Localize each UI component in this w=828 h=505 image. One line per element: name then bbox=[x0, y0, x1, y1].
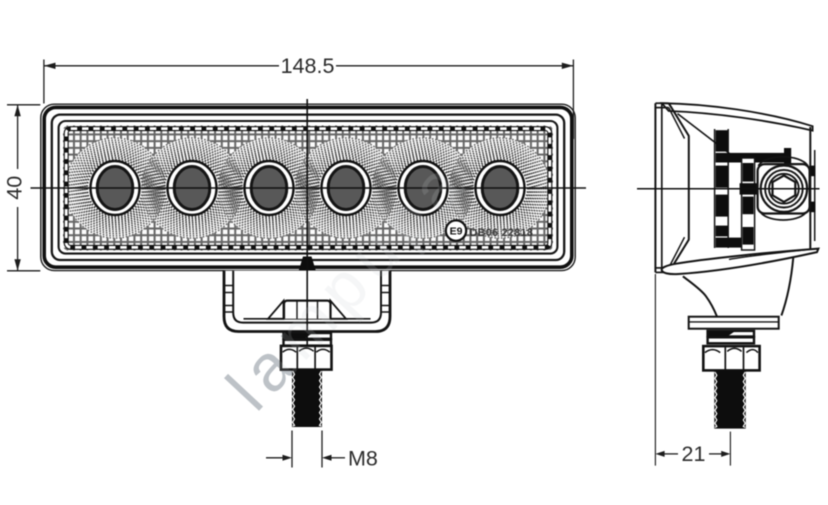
offset-arrow-left bbox=[655, 450, 665, 457]
height-arrow-bottom bbox=[14, 259, 21, 271]
dimension-offset: 21 bbox=[654, 274, 731, 466]
height-arrow-top bbox=[14, 104, 21, 117]
emark-circle bbox=[444, 219, 468, 242]
bolt-head bbox=[266, 298, 348, 320]
dimension-width: 148.5 bbox=[43, 52, 575, 139]
width-arrow-right bbox=[561, 62, 574, 69]
offset-dimension-label: 21 bbox=[682, 442, 706, 466]
threaded-stud bbox=[291, 369, 323, 427]
width-arrow-left bbox=[44, 62, 56, 69]
threaded-stud-side bbox=[714, 370, 746, 429]
side-bracket bbox=[660, 247, 820, 330]
thread-arrow-left bbox=[282, 454, 292, 461]
dimension-height: 40 bbox=[3, 104, 41, 272]
emark-label: E9 bbox=[450, 226, 463, 238]
emark: E9 DB06 22818 bbox=[444, 219, 534, 242]
bracket-wall-slots bbox=[223, 284, 391, 313]
hex-nut-side bbox=[701, 344, 761, 372]
offset-arrow-right bbox=[721, 450, 731, 457]
thread-dimension-label: M8 bbox=[348, 447, 378, 471]
emark-approval-text: DB06 22818 bbox=[470, 227, 534, 239]
bracket-foot bbox=[687, 315, 780, 330]
side-lens-face bbox=[654, 102, 690, 274]
height-dimension-label: 40 bbox=[3, 176, 27, 200]
side-fastener bbox=[701, 329, 761, 429]
thread-arrow-right bbox=[322, 454, 332, 461]
side-view bbox=[637, 102, 820, 429]
front-view: E9 DB06 22818 bbox=[30, 99, 586, 427]
dimension-thread: M8 bbox=[266, 430, 378, 471]
hex-nut bbox=[279, 344, 333, 371]
flat-washer-side bbox=[706, 336, 756, 345]
width-dimension-label: 148.5 bbox=[281, 54, 335, 78]
side-top-visor bbox=[659, 102, 814, 132]
